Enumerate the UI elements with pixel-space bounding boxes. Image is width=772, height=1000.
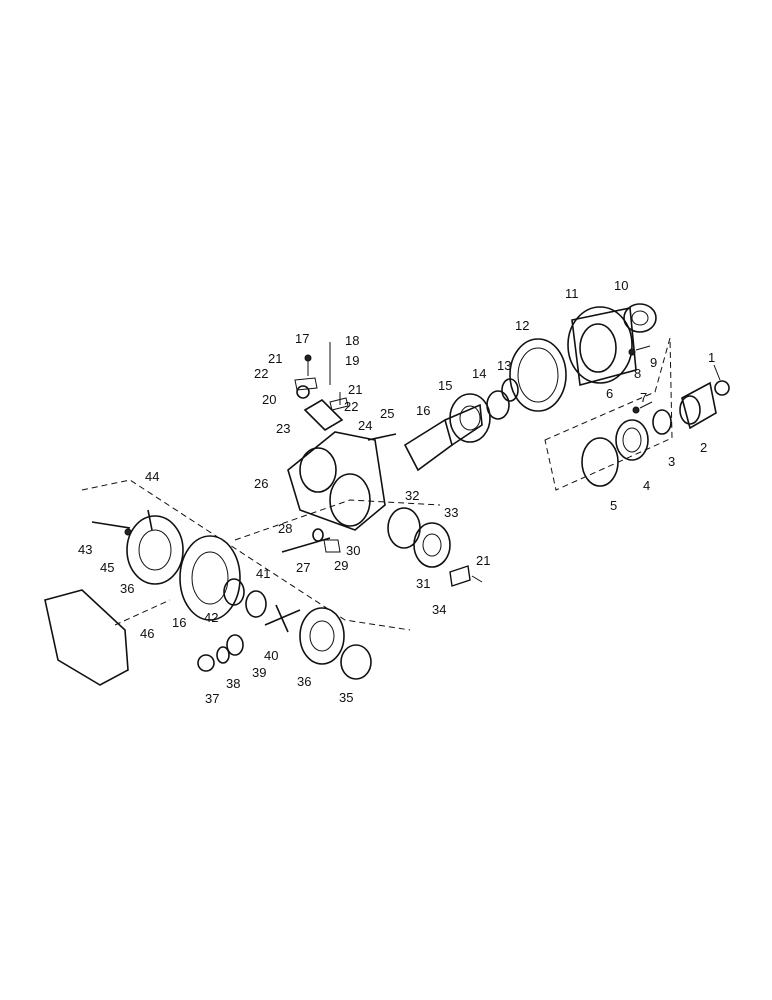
label-23: 23 (276, 421, 290, 436)
label-43: 43 (78, 542, 92, 557)
label-2: 2 (700, 440, 707, 455)
differential-group (44, 509, 372, 686)
assembly-outlines (81, 337, 673, 631)
label-13: 13 (497, 358, 511, 373)
label-39: 39 (252, 665, 266, 680)
label-36b: 36 (120, 581, 134, 596)
label-4: 4 (643, 478, 650, 493)
label-16: 16 (416, 403, 430, 418)
label-6: 6 (606, 386, 613, 401)
label-9: 9 (650, 355, 657, 370)
label-1: 1 (708, 350, 715, 365)
label-5: 5 (610, 498, 617, 513)
label-44: 44 (145, 469, 159, 484)
label-45: 45 (100, 560, 114, 575)
label-10: 10 (614, 278, 628, 293)
label-46: 46 (140, 626, 154, 641)
label-31: 31 (416, 576, 430, 591)
label-33: 33 (444, 505, 458, 520)
label-15: 15 (438, 378, 452, 393)
label-19: 19 (345, 353, 359, 368)
label-22: 22 (254, 366, 268, 381)
pinion-cage-group (449, 303, 730, 487)
label-27: 27 (296, 560, 310, 575)
label-24: 24 (358, 418, 372, 433)
label-29: 29 (334, 558, 348, 573)
label-37: 37 (205, 691, 219, 706)
label-21c: 21 (476, 553, 490, 568)
label-8: 8 (634, 366, 641, 381)
label-20: 20 (262, 392, 276, 407)
label-3: 3 (668, 454, 675, 469)
label-28: 28 (278, 521, 292, 536)
label-38: 38 (226, 676, 240, 691)
label-42: 42 (204, 610, 218, 625)
label-35: 35 (339, 690, 353, 705)
label-12: 12 (515, 318, 529, 333)
label-16b: 16 (172, 615, 186, 630)
label-41: 41 (256, 566, 270, 581)
carrier-housing-group (281, 342, 483, 587)
label-22b: 22 (344, 399, 358, 414)
label-11: 11 (565, 286, 579, 301)
callout-labels: 1 2 3 4 5 6 7 8 9 10 11 12 13 14 15 16 1… (78, 278, 721, 706)
label-21: 21 (268, 351, 282, 366)
label-14: 14 (472, 366, 486, 381)
label-25: 25 (380, 406, 394, 421)
label-21b: 21 (348, 382, 362, 397)
label-17: 17 (295, 331, 309, 346)
label-26: 26 (254, 476, 268, 491)
label-7: 7 (640, 390, 647, 405)
label-30: 30 (346, 543, 360, 558)
label-18: 18 (345, 333, 359, 348)
label-32: 32 (405, 488, 419, 503)
label-34: 34 (432, 602, 446, 617)
label-36: 36 (297, 674, 311, 689)
label-40: 40 (264, 648, 278, 663)
